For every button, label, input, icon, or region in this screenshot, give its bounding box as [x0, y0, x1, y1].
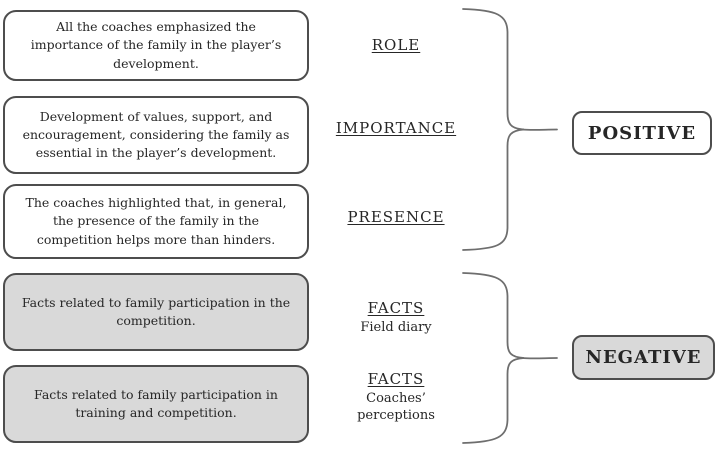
category-label-facts-coaches: FACTS Coaches’ perceptions [310, 370, 482, 424]
category-title: IMPORTANCE [335, 119, 457, 137]
finding-box-text: All the coaches emphasized the importanc… [30, 19, 282, 71]
finding-box-facts-coaches: Facts related to family participation in… [3, 365, 309, 443]
finding-box-text: The coaches highlighted that, in general… [25, 195, 287, 247]
negative-box: NEGATIVE [572, 335, 715, 380]
positive-label: POSITIVE [587, 122, 697, 144]
category-title: FACTS [367, 299, 425, 317]
finding-box-text: Facts related to family participation in… [21, 294, 291, 328]
category-label-facts-field-diary: FACTS Field diary [310, 299, 482, 337]
category-label-presence: PRESENCE [310, 208, 482, 226]
category-title: PRESENCE [347, 208, 445, 226]
category-subtitle: Coaches’ perceptions [357, 391, 435, 423]
finding-box-role: All the coaches emphasized the importanc… [3, 10, 309, 81]
category-title: FACTS [367, 370, 425, 388]
category-label-role: ROLE [310, 36, 482, 54]
finding-box-text: Development of values, support, and enco… [22, 108, 290, 161]
category-label-importance: IMPORTANCE [310, 119, 482, 137]
negative-label: NEGATIVE [585, 347, 702, 368]
positive-box: POSITIVE [572, 111, 712, 155]
category-title: ROLE [371, 36, 421, 54]
finding-box-importance: Development of values, support, and enco… [3, 96, 309, 174]
finding-box-facts-field-diary: Facts related to family participation in… [3, 273, 309, 351]
finding-box-presence: The coaches highlighted that, in general… [3, 184, 309, 259]
category-subtitle: Field diary [360, 320, 432, 335]
finding-box-text: Facts related to family participation in… [34, 386, 278, 420]
